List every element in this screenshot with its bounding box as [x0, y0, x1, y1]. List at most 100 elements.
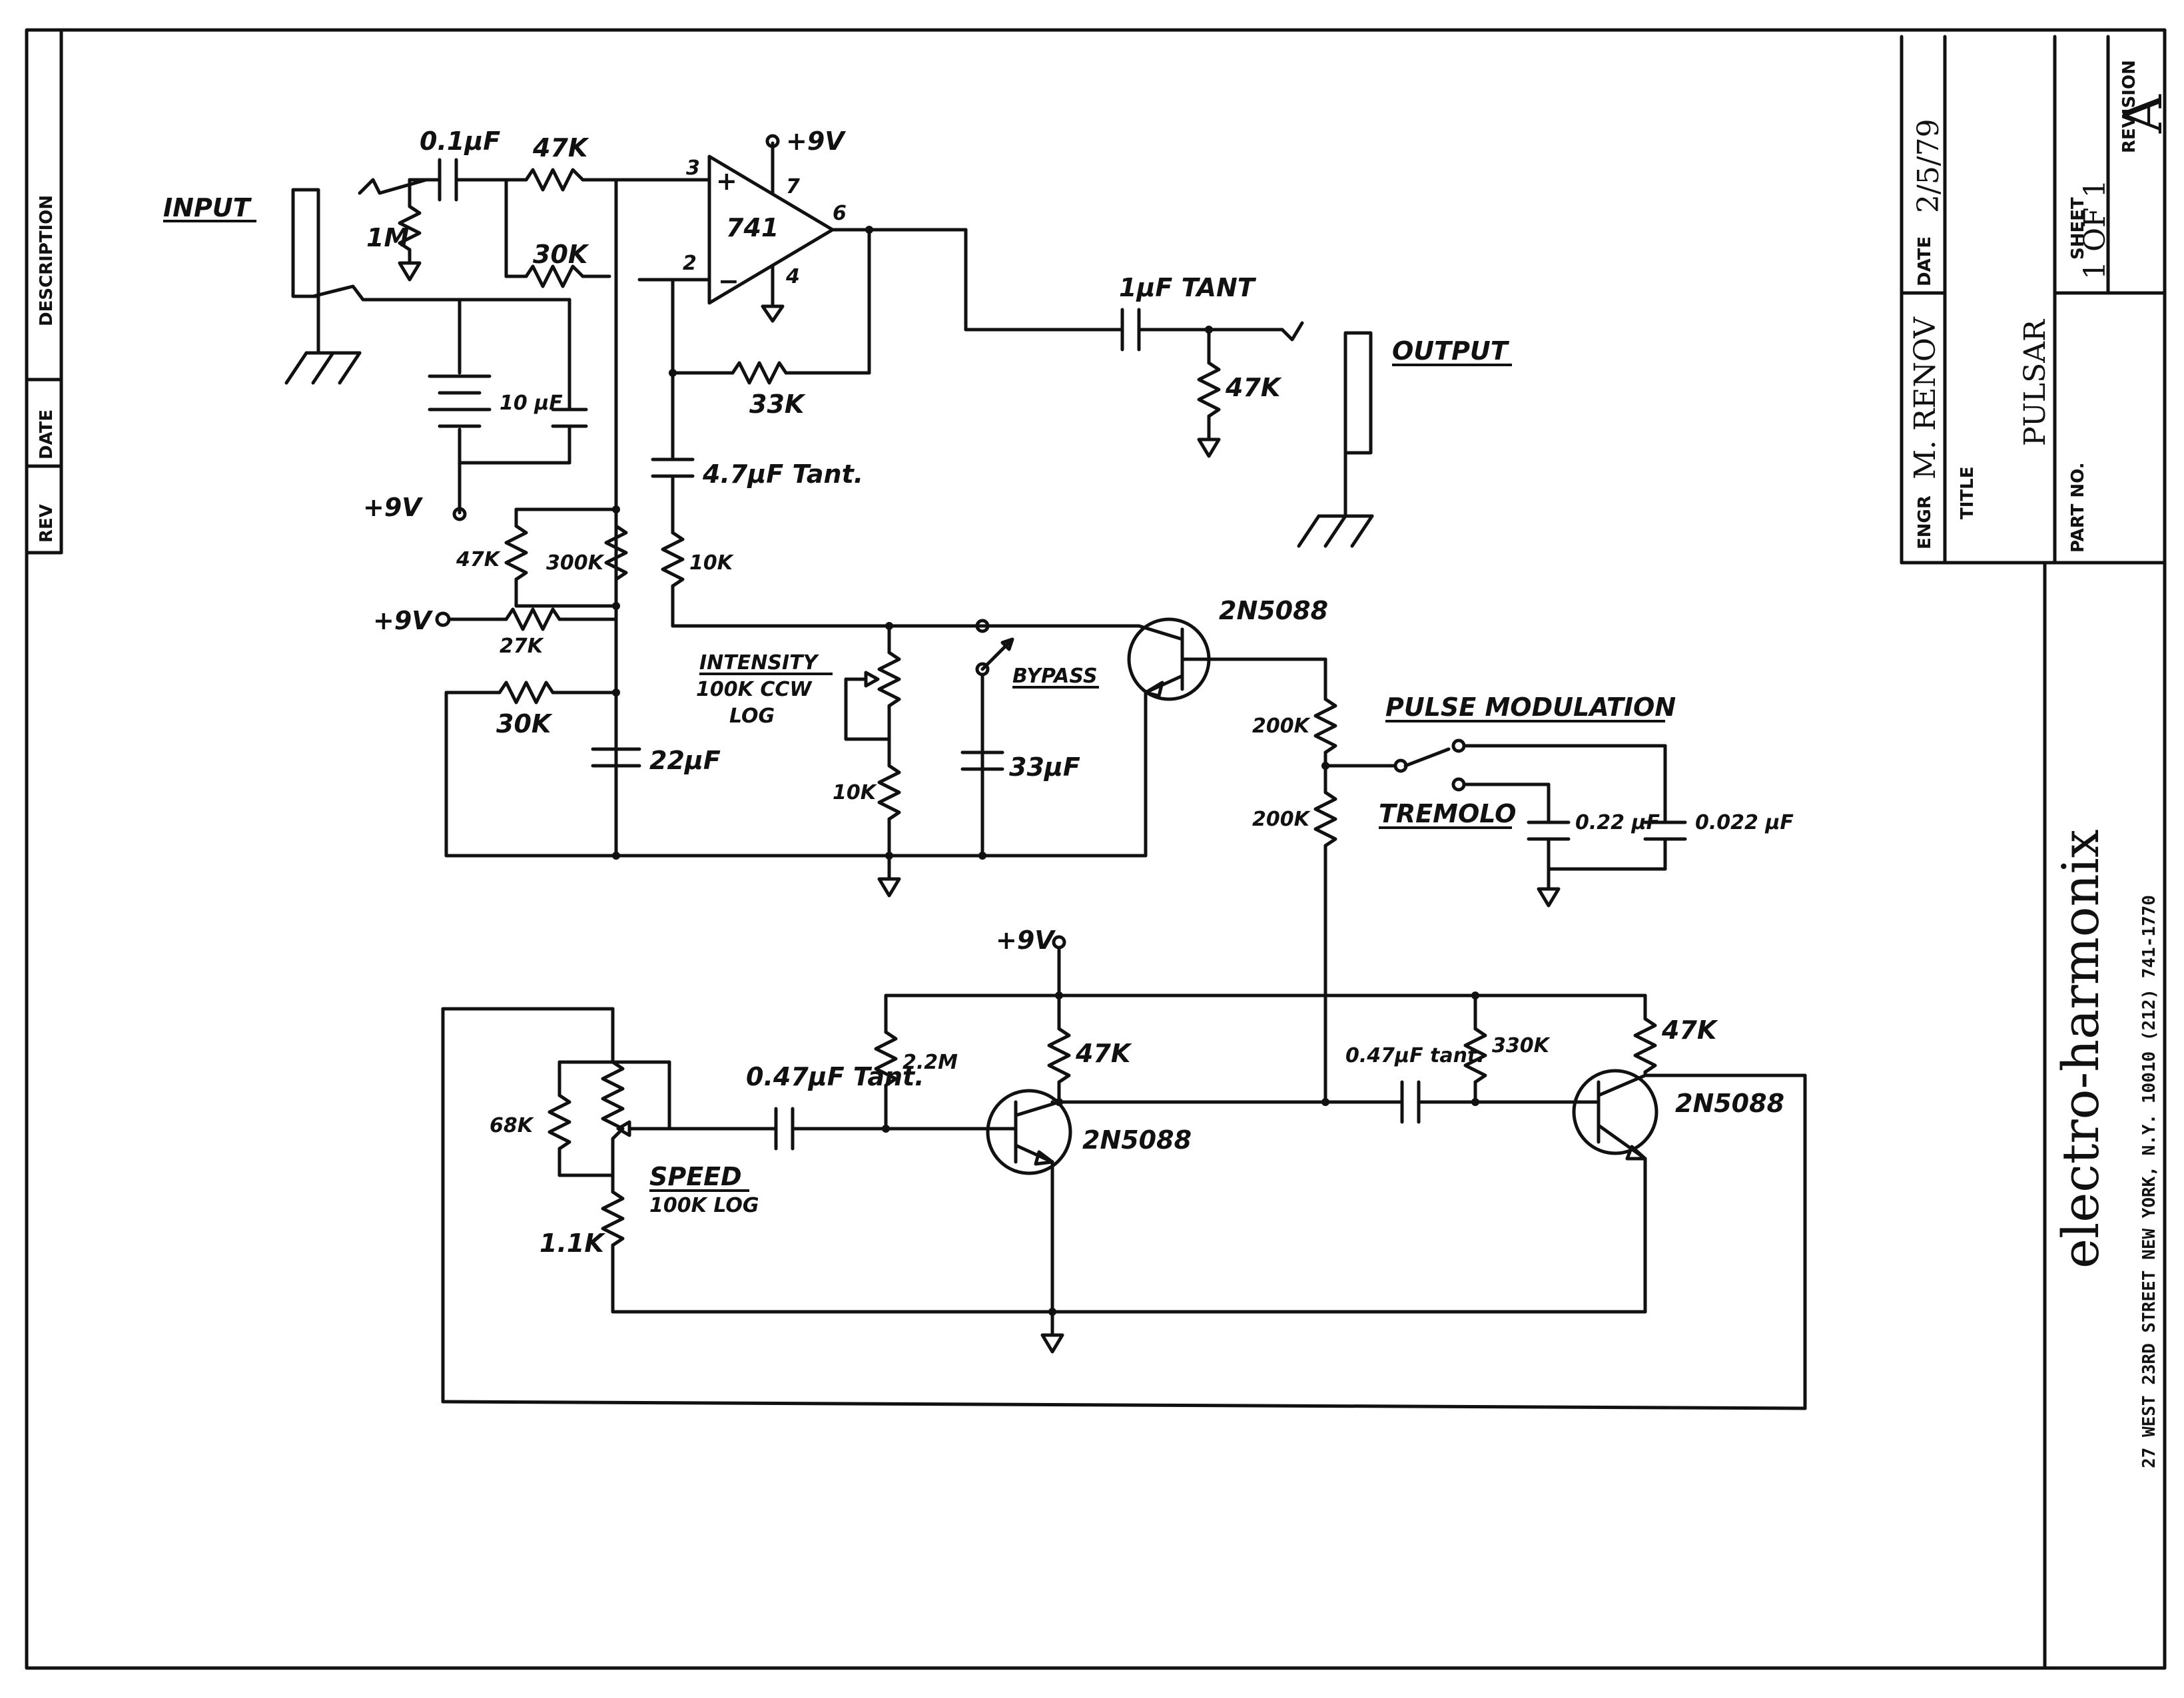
- junction: [1321, 1098, 1329, 1106]
- label-330k: 330K: [1492, 1034, 1551, 1057]
- battery-9v: [428, 298, 492, 521]
- capacitor-4.7uf: [651, 371, 695, 535]
- label-47k-bias: 47K: [456, 548, 502, 571]
- oscillator-ground: [611, 1157, 1647, 1354]
- label-47k-q2: 47K: [1075, 1039, 1132, 1068]
- label-22uf: 22µF: [649, 746, 721, 775]
- label-1.1k: 1.1K: [540, 1229, 605, 1258]
- capacitor-0.022uf: [1643, 820, 1687, 871]
- label-47k-out: 47K: [1225, 373, 1282, 402]
- date-value: 2/5/79: [1912, 119, 1946, 213]
- junction: [865, 226, 873, 234]
- pin4-label: 4: [785, 265, 800, 288]
- junction: [612, 505, 620, 513]
- pin6-label: 6: [833, 202, 847, 225]
- opamp-741: [637, 134, 968, 323]
- description-header: DESCRIPTION: [37, 195, 57, 326]
- pin2-label: 2: [683, 252, 697, 275]
- osc-plus9-label: +9V: [996, 926, 1056, 955]
- date-header: DATE: [37, 410, 57, 459]
- output-label: OUTPUT: [1392, 336, 1510, 366]
- date-label: DATE: [1915, 236, 1935, 286]
- junction: [1205, 326, 1213, 334]
- resistor-47k-q3: [1633, 1017, 1657, 1077]
- junction: [1321, 762, 1329, 770]
- oscillator-rails: [884, 935, 1647, 1034]
- opamp-plus-sign: +: [716, 166, 737, 196]
- label-0.47uf-b: 0.47µF tant.: [1345, 1044, 1485, 1067]
- engr-value: M. RENOV: [1908, 316, 1942, 479]
- capacitor-0.22uf: [1527, 820, 1571, 871]
- capacitor-0.47uf-a: [667, 1107, 888, 1151]
- pulse-modulation-switch: [1393, 738, 1667, 824]
- resistor-30k-mid: [444, 681, 1148, 858]
- bypass-switch: [975, 619, 1014, 858]
- intensity-log-label: LOG: [729, 705, 775, 728]
- resistor-2.2m: [874, 1030, 898, 1131]
- title-label: TITLE: [1958, 467, 1978, 519]
- output-jack: [1297, 331, 1374, 548]
- label-30k-top: 30K: [533, 240, 589, 269]
- q3-label: 2N5088: [1675, 1089, 1784, 1118]
- title-block: ENGR M. RENOV DATE 2/5/79 TITLE PULSAR P…: [1900, 35, 2174, 1670]
- label-47k-q3: 47K: [1661, 1015, 1718, 1045]
- capacitor-22uf: [591, 747, 641, 768]
- label-300k: 300K: [546, 551, 605, 575]
- junction: [612, 689, 620, 697]
- label-10uf: 10 µF: [500, 392, 563, 415]
- input-jack: [284, 178, 462, 385]
- revision-label: REVISION: [2119, 60, 2139, 153]
- resistor-47k-out: [1197, 328, 1221, 458]
- pin3-label: 3: [686, 156, 700, 180]
- label-68k: 68K: [490, 1114, 535, 1137]
- rev-header: REV: [37, 504, 57, 543]
- title-value: PULSAR: [2018, 318, 2052, 446]
- pin7-label: 7: [786, 175, 800, 198]
- input-label: INPUT: [163, 193, 252, 222]
- capacitor-0.47uf-b: [1050, 1080, 1574, 1124]
- resistor-30k-top: [504, 178, 611, 288]
- label-33uf: 33µF: [1009, 752, 1080, 782]
- opamp-minus-sign: −: [718, 266, 739, 296]
- resistor-33k-feedback: [671, 228, 871, 385]
- speed-sub-label: 100K LOG: [649, 1194, 759, 1217]
- bypass-label: BYPASS: [1012, 665, 1098, 688]
- junction: [885, 852, 893, 860]
- revision-block: REV DATE DESCRIPTION: [25, 28, 63, 555]
- junction: [1048, 1308, 1056, 1316]
- bias-network: [504, 178, 628, 858]
- intensity-pot: [844, 624, 901, 898]
- label-30k-mid: 30K: [496, 709, 553, 738]
- label-47k-series: 47K: [532, 133, 589, 162]
- engr-label: ENGR: [1915, 495, 1935, 549]
- intensity-sub-label: 100K CCW: [696, 678, 813, 701]
- label-2.2m: 2.2M: [903, 1051, 958, 1074]
- junction: [612, 602, 620, 610]
- label-0.022uf: 0.022 µF: [1695, 811, 1794, 834]
- label-1m: 1M: [366, 223, 409, 252]
- opamp-part-label: 741: [726, 213, 779, 242]
- capacitor-10uf: [458, 298, 588, 465]
- outer-feedback-loop: [441, 1073, 1807, 1410]
- resistor-47k-q2: [1047, 993, 1071, 1104]
- label-33k: 33K: [749, 390, 806, 419]
- resistor-1m: [398, 178, 422, 282]
- label-plus9-battery: +9V: [363, 493, 423, 522]
- label-200k-a: 200K: [1252, 714, 1311, 738]
- resistor-47k-series: [504, 168, 708, 192]
- label-plus9-27k: +9V: [373, 606, 433, 635]
- tremolo-label: TREMOLO: [1379, 799, 1516, 828]
- ground-tremolo: [1537, 867, 1667, 908]
- company-logo: electro-harmonix: [2051, 829, 2110, 1269]
- label-0.1uf: 0.1µF: [420, 127, 500, 156]
- transistor-q1: [1127, 617, 1327, 858]
- transistor-q2: [884, 1089, 1072, 1314]
- intensity-label: INTENSITY: [699, 651, 820, 675]
- label-200k-b: 200K: [1252, 808, 1311, 831]
- resistor-200k-pair: [1313, 657, 1397, 1104]
- junction: [612, 852, 620, 860]
- resistor-27k: [435, 607, 618, 631]
- junction: [885, 622, 893, 630]
- sheet-label: SHEET: [2068, 197, 2088, 260]
